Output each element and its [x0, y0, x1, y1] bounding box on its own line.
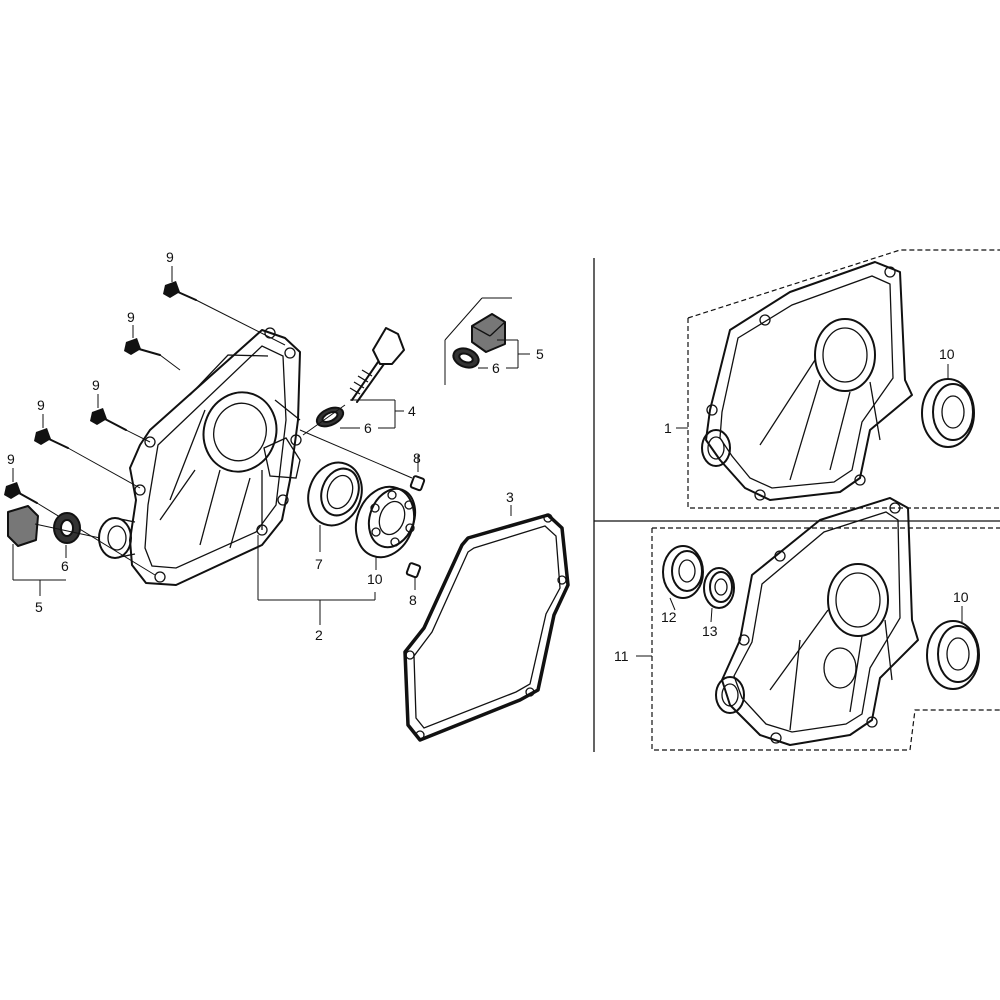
gasket-3: [403, 513, 570, 742]
ball-bearing-13: [703, 567, 735, 609]
callout-10-r2: 10: [953, 589, 969, 605]
callout-10-main: 10: [367, 571, 383, 587]
bolt-9-d: [34, 428, 141, 489]
callout-6-left: 6: [61, 558, 69, 574]
bolt-9-e: [4, 482, 156, 576]
bolt-9-a: [163, 281, 286, 346]
ball-bearing-12: [662, 545, 704, 599]
leader-lines: [12, 266, 963, 657]
dipstick: [349, 327, 405, 403]
callout-1: 1: [664, 420, 672, 436]
callout-12: 12: [661, 609, 677, 625]
callout-9-e: 9: [7, 451, 15, 467]
callout-10-r1: 10: [939, 346, 955, 362]
callout-9-c: 9: [92, 377, 100, 393]
callout-5-left: 5: [35, 599, 43, 615]
ball-bearing-10: [354, 485, 417, 559]
callout-11: 11: [614, 648, 629, 664]
callout-4: 4: [408, 403, 416, 419]
callout-labels: 9 9 9 9 9 6 5 7 10 2 4 6 8 8 3 5 6 1 10 …: [7, 249, 969, 664]
washer-top: [452, 347, 480, 369]
oil-plug-left: [7, 505, 39, 547]
callout-6-top: 6: [492, 360, 500, 376]
bolt-9-b: [124, 338, 181, 371]
callout-8-upper: 8: [413, 450, 421, 466]
callout-13: 13: [702, 623, 718, 639]
callout-9-a: 9: [166, 249, 174, 265]
ball-bearing-10-r2: [926, 620, 980, 690]
oil-plug-top-bracket: [444, 297, 512, 385]
ball-bearing-10-r1: [921, 378, 975, 448]
assy-11-dashed-frame: [651, 528, 1000, 751]
callout-3: 3: [506, 489, 514, 505]
callout-5-top: 5: [536, 346, 544, 362]
assy-1-dashed-frame-top: [687, 249, 1000, 319]
callout-6-mid: 6: [364, 420, 372, 436]
crankcase-assy-11: [715, 497, 919, 746]
oil-plug-top: [471, 313, 506, 353]
o-ring-dipstick: [315, 406, 345, 428]
callout-7: 7: [315, 556, 323, 572]
crankcase-cover-main: [129, 327, 302, 586]
crankcase-assy-1: [701, 261, 913, 501]
callout-9-d: 9: [37, 397, 45, 413]
washer-left: [53, 512, 81, 544]
dowel-pin-8-upper: [299, 429, 426, 492]
oil-seal-7: [307, 461, 363, 527]
callout-8-lower: 8: [409, 592, 417, 608]
bolt-9-c: [90, 408, 151, 443]
callout-2: 2: [315, 627, 323, 643]
callout-9-b: 9: [127, 309, 135, 325]
dowel-pin-8-lower: [405, 562, 422, 579]
